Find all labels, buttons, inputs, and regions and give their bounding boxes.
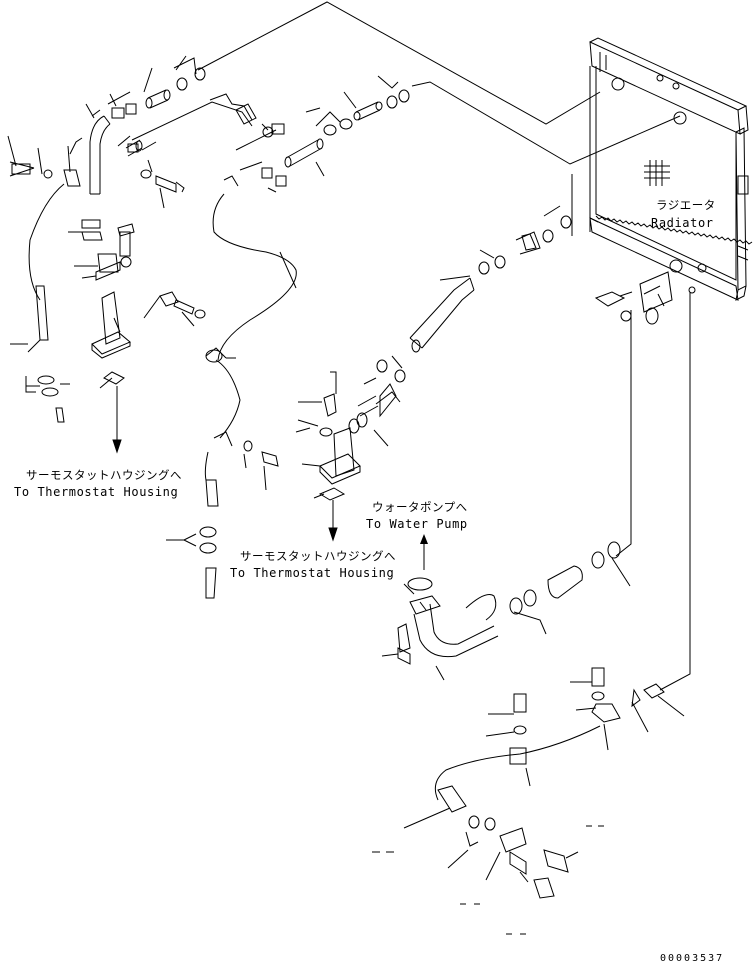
thermostat-housing-center-label-en: To Thermostat Housing [230,566,395,580]
water-pump-label-en: To Water Pump [366,517,468,531]
radiator [589,37,753,301]
upper-left-hose-group [7,55,257,209]
leader-stubs [10,93,604,935]
thermostat-housing-left-label-jp: サーモスタットハウジングへ [26,468,182,482]
drawing-number: 00003537 [660,953,725,964]
leader-lines [197,1,691,691]
left-hose-line [25,183,65,423]
center-upper-parts [159,75,410,599]
lower-right-parts [403,667,685,899]
radiator-outlet-parts [594,271,673,325]
radiator-label-jp: ラジエータ [656,198,716,212]
arrow-to-thermostat-center [328,500,338,542]
thermostat-housing-center-label-jp: サーモスタットハウジングへ [240,549,396,563]
water-pump-pipe [381,541,631,681]
thermostat-housing-left-label-en: To Thermostat Housing [14,485,179,499]
arrow-to-water-pump [420,534,428,570]
radiator-label-en: Radiator [651,216,714,230]
water-pump-label-jp: ウォータポンプへ [372,500,468,514]
center-right-hose [348,205,572,447]
arrow-to-thermostat-left [112,386,122,454]
center-thermostat-parts [297,371,361,501]
left-stacked-parts [68,219,135,389]
